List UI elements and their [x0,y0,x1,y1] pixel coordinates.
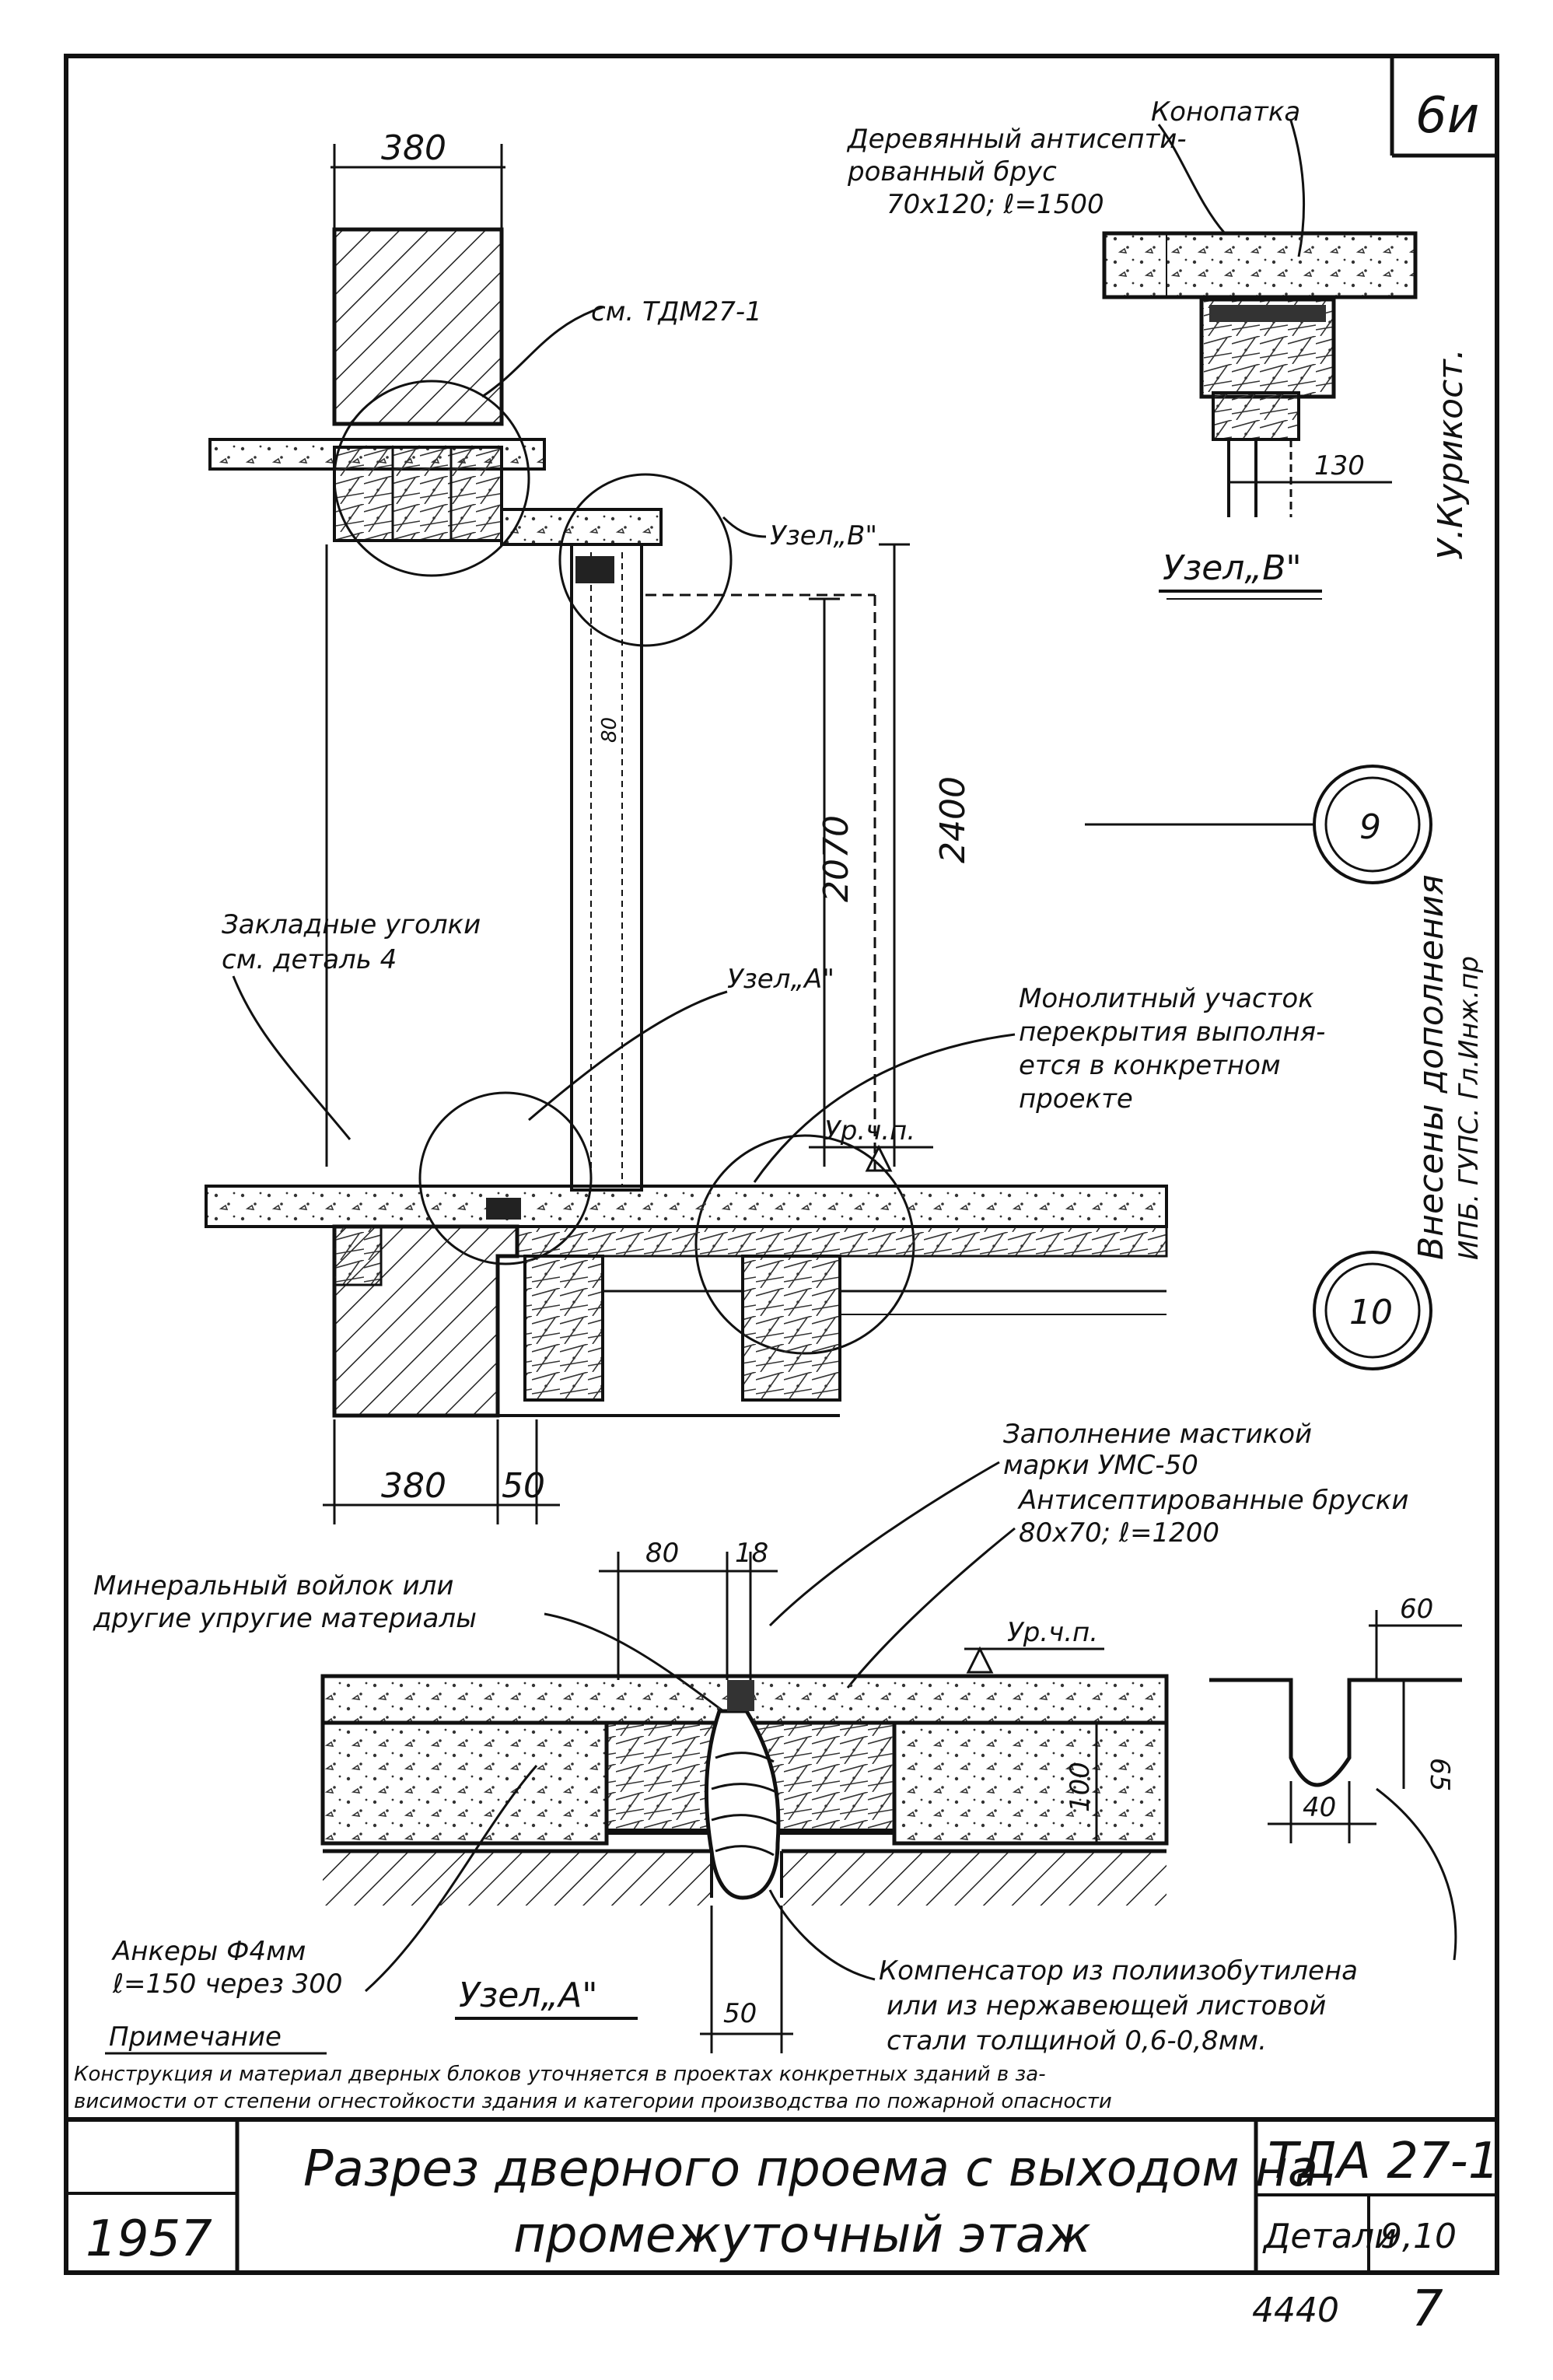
compensator-profile [1209,1678,1462,1787]
node-a-bars-2: 80х70; ℓ=1200 [1019,1517,1219,1549]
node-a-mastic-joint [704,1709,781,1900]
dim-380-bottom: 380 [381,1466,446,1506]
node-a-bars-1: Антисептированные бруски [1017,1485,1408,1516]
monolith-note-2: перекрытия выполня- [1019,1017,1325,1048]
note-block: Примечание Конструкция и материал дверны… [74,2021,1112,2113]
slab-lower-layer [516,1225,1168,1258]
node-a-dim-80: 80 [645,1538,679,1569]
monolith-note-3: ется в конкретном [1019,1050,1281,1081]
detail-number: 9,10 [1380,2217,1457,2256]
upper-wall [332,227,504,426]
main-section: 380 см. ТДМ27-1 Узел„В" 2070 2400 80 Зак… [205,128,1325,1524]
node-b-title: Узел„В" [1163,548,1302,588]
monolith-note-4: проекте [1019,1083,1133,1115]
node-a-dim-60: 60 [1400,1594,1433,1625]
slab-step [500,508,663,546]
dim-380-top: 380 [381,128,446,168]
node-a-dim-50: 50 [723,1998,757,2029]
year: 1957 [86,2210,212,2268]
marker-10-label: 10 [1349,1293,1393,1332]
lower-block-left [523,1255,604,1402]
node-a-dim-65: 65 [1424,1758,1455,1791]
node-b-ref: Узел„В" [770,520,877,551]
marker-10: 10 [1313,1251,1432,1370]
dim-2070: 2070 [817,815,856,902]
dim-50-bottom: 50 [502,1466,545,1506]
node-b-beam-3: 70х120; ℓ=1500 [887,189,1104,220]
detail-circle-lintel [333,380,530,577]
note-line-2: висимости от степени огнестойкости здани… [74,2090,1112,2113]
node-a-wall-left [323,1851,712,1906]
detail-circle-node-b [558,473,733,647]
node-a-anchors-2: ℓ=150 через 300 [112,1969,343,2000]
node-a-comp-3: стали толщиной 0,6-0,8мм. [887,2025,1267,2056]
title-line-2: промежуточный этаж [513,2207,1091,2264]
monolith-note-1: Монолитный участок [1019,983,1314,1014]
node-b-beam-1: Деревянный антисепти- [846,124,1187,155]
doc-code: ТДА 27-1 [1268,2133,1499,2190]
angle-note-1: Закладные уголки [222,909,481,940]
node-b-detail: Конопатка Деревянный антисепти- рованный… [846,96,1418,600]
floor-slab [205,1185,1168,1228]
detail-label: Детали [1262,2217,1397,2256]
node-a-wall-right [782,1851,1166,1906]
marker-9-label: 9 [1359,807,1381,847]
signature: У.Курикост. [1431,348,1471,560]
lower-block-right [741,1255,841,1402]
dim-2400: 2400 [933,776,973,863]
node-b-dim-130: 130 [1314,450,1365,481]
node-b-slab [1102,231,1418,299]
node-a-dim-40: 40 [1303,1792,1336,1823]
dim-80-door: 80 [598,717,621,743]
node-a-anchors-1: Анкеры Ф4мм [111,1936,306,1967]
detail-circle-node-a [418,1091,593,1265]
node-a-slab-right [892,1720,1169,1846]
node-a-floor-level: Ур.ч.п. [1007,1617,1098,1648]
sheet-frame [64,54,1499,2275]
node-a-slab-left [320,1720,609,1846]
node-a-mineral-1: Минеральный войлок или [93,1570,453,1601]
node-a-comp-2: или из нержавеющей листовой [887,1990,1326,2021]
node-b-frame [1212,391,1300,441]
ref-tdm: см. ТДМ27-1 [591,296,762,327]
note-heading: Примечание [109,2021,282,2053]
node-a-detail: Заполнение мастикой марки УМС-50 Антисеп… [93,1419,1462,2056]
approval-stamp-line-1: Внесены дополнения [1411,874,1451,1260]
lintel-block [333,446,503,542]
node-a-dim-18: 18 [735,1538,768,1569]
title-line-1: Разрез дверного проема с выходом на [303,2140,1318,2198]
door-frame [570,543,643,1192]
angle-note-2: см. деталь 4 [222,944,397,975]
sheet-mark: 6и [1415,87,1479,145]
marker-9: 9 [1085,765,1432,884]
page-number: 7 [1411,2280,1443,2338]
node-a-dim-100: 100 [1065,1762,1096,1812]
node-a-mastic-2: марки УМС-50 [1003,1450,1198,1481]
lower-wall-cap [333,1225,383,1286]
archive-number: 4440 [1252,2291,1339,2330]
node-a-comp-1: Компенсатор из полиизобутилена [879,1955,1358,1986]
node-b-beam-2: рованный брус [847,156,1057,187]
node-a-title: Узел„А" [459,1976,598,2015]
node-a-mineral-2: другие упругие материалы [93,1603,477,1634]
node-a-mastic-1: Заполнение мастикой [1003,1419,1312,1450]
note-line-1: Конструкция и материал дверных блоков ут… [74,2063,1046,2086]
node-b-caulk: Конопатка [1151,96,1300,128]
approval-stamp-line-2: ИПБ. ГУПС. Гл.Инж.пр [1453,956,1485,1260]
node-a-ref: Узел„А" [727,964,834,995]
title-block [66,2117,1497,2273]
